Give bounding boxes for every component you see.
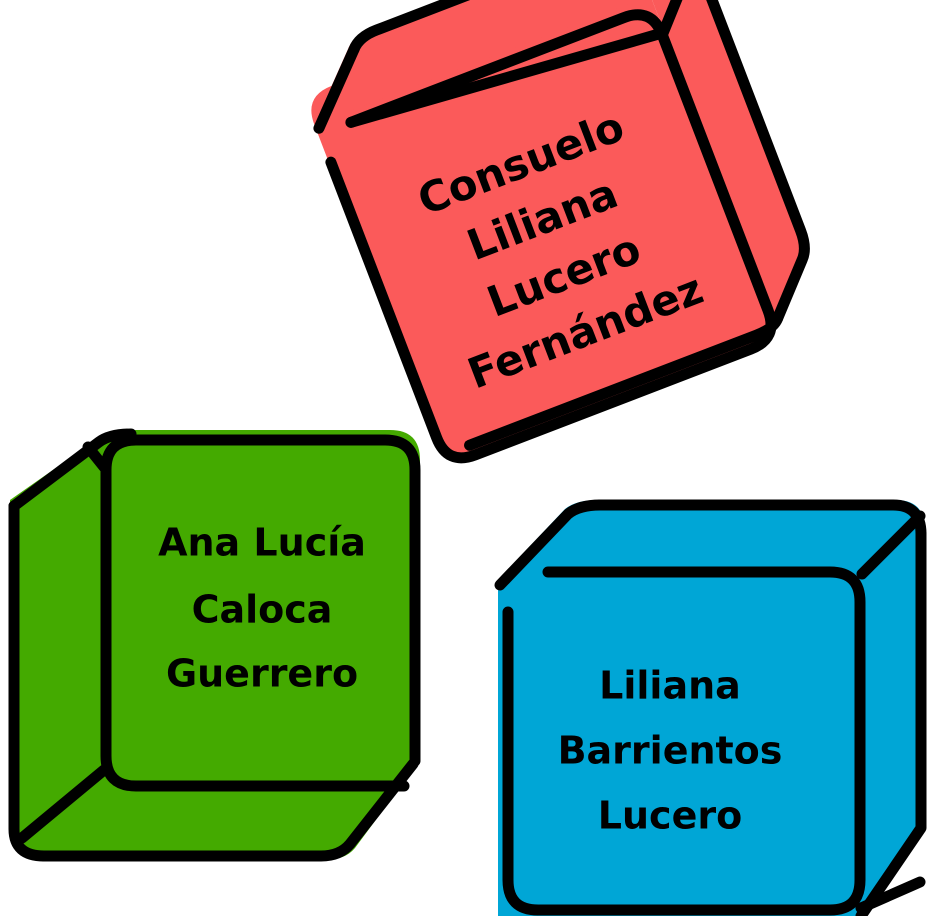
green-bottom-fold-line [16,764,110,844]
green-front-face-outline-top [100,434,421,767]
green-front-face-outline [100,464,410,792]
blue-edge-right-outer [855,528,927,916]
blue-cube-group[interactable]: Liliana Barrientos Lucero [494,499,927,916]
red-edge-top-outer [348,0,695,55]
blue-edge-top-outer [594,499,927,540]
blue-bottom-right-fold-line [855,876,926,914]
green-top-fold-line [82,441,110,473]
green-edge-bottom-outer [38,758,419,862]
red-edge-right-outer [683,0,810,324]
red-corner-spur [656,0,700,41]
green-cube-body [10,430,420,860]
green-edge-top-left [8,428,137,512]
red-cube-extrusion [314,0,809,328]
blue-cube-body [498,500,925,916]
red-cube-group[interactable]: Consuelo Liliana Lucero Fernández [289,0,839,470]
green-label-line-1: Ana Lucía [158,521,366,565]
red-edge-top-left [313,43,360,134]
blue-label-line-1: Liliana [599,664,741,708]
blue-label-line-2: Barrientos [558,729,783,773]
green-cube-group[interactable]: Ana Lucía Caloca Guerrero [8,428,421,862]
green-label-line-3: Guerrero [166,652,358,696]
green-cube-label: Ana Lucía Caloca Guerrero [158,521,366,696]
blue-label-line-3: Lucero [598,794,742,838]
blue-front-face-outline-top [534,566,866,916]
green-edge-left-outer [8,500,50,862]
blue-front-face-outline [502,606,544,916]
blue-top-fold-line [856,510,926,580]
red-top-fold-line [345,27,667,128]
green-label-line-2: Caloca [192,588,333,632]
red-front-face-outline [325,9,777,464]
blue-cube-label: Liliana Barrientos Lucero [558,664,783,838]
